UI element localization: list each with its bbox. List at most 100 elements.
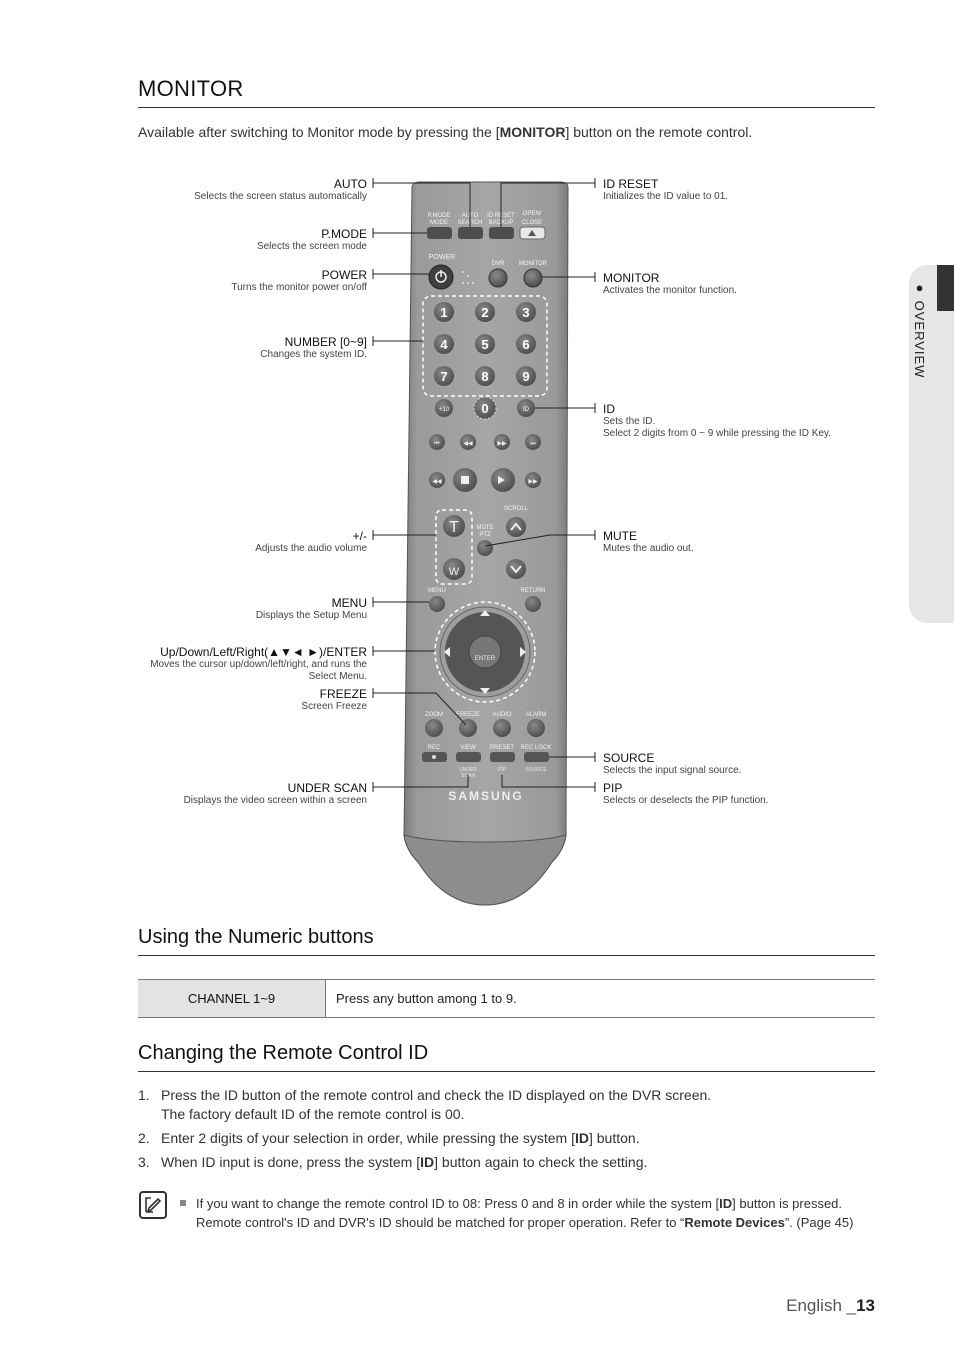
view-button[interactable] — [456, 752, 481, 762]
step-3-post: ] button again to check the setting. — [434, 1154, 647, 1170]
callout-menu: MENU Displays the Setup Menu — [127, 596, 367, 622]
scroll-down-button[interactable] — [506, 559, 526, 579]
table-key: CHANNEL 1~9 — [138, 980, 326, 1017]
callout-volume-desc: Adjusts the audio volume — [127, 543, 367, 555]
number-9-label: 9 — [522, 369, 529, 384]
pmode-button[interactable] — [427, 227, 452, 239]
label-open: OPEN/ — [523, 211, 542, 217]
callout-pip-desc: Selects or deselects the PIP function. — [603, 795, 923, 807]
callout-freeze-title: FREEZE — [127, 687, 367, 701]
brand-logo: SAMSUNG — [448, 789, 523, 803]
preset-button[interactable] — [490, 752, 515, 762]
callout-dpad-desc: Moves the cursor up/down/left/right, and… — [107, 659, 367, 671]
note-icon — [139, 1191, 167, 1219]
alarm-button[interactable] — [527, 719, 545, 737]
callout-pmode-desc: Selects the screen mode — [127, 241, 367, 253]
callout-number: NUMBER [0~9] Changes the system ID. — [127, 335, 367, 361]
auto-button[interactable] — [458, 227, 483, 239]
label-power: POWER — [429, 254, 455, 261]
mute-button[interactable] — [477, 540, 493, 556]
step-2-post: ] button. — [589, 1130, 640, 1146]
callout-monitor-title: MONITOR — [603, 271, 923, 285]
step-1-text2: The factory default ID of the remote con… — [161, 1105, 711, 1124]
footer-lang: English _ — [786, 1296, 856, 1315]
label-view: VIEW — [460, 745, 476, 751]
callout-pmode-title: P.MODE — [127, 227, 367, 241]
step-3-number: 3. — [138, 1153, 161, 1172]
table-value: Press any button among 1 to 9. — [326, 980, 875, 1017]
steps-list: 1. Press the ID button of the remote con… — [138, 1086, 878, 1177]
callout-id-desc: Sets the ID. — [603, 416, 903, 428]
svg-text:◀◀: ◀◀ — [463, 441, 473, 447]
callout-number-title: NUMBER [0~9] — [127, 335, 367, 349]
note-mid: ] button is pressed. — [732, 1196, 842, 1211]
callout-pmode: P.MODE Selects the screen mode — [127, 227, 367, 253]
callout-monitor: MONITOR Activates the monitor function. — [603, 271, 923, 297]
callout-mute-title: MUTE — [603, 529, 923, 543]
callout-freeze: FREEZE Screen Freeze — [127, 687, 367, 713]
audio-button[interactable] — [493, 719, 511, 737]
label-preset: PRESET — [490, 745, 514, 751]
svg-text:◀◀: ◀◀ — [432, 479, 442, 485]
callout-power-title: POWER — [127, 268, 367, 282]
numeric-title: Using the Numeric buttons — [138, 926, 374, 949]
callout-underscan-title: UNDER SCAN — [127, 781, 367, 795]
enter-label: ENTER — [475, 656, 496, 662]
callout-pip-title: PIP — [603, 781, 923, 795]
step-1: 1. Press the ID button of the remote con… — [138, 1086, 878, 1124]
label-mode: MODE — [430, 220, 448, 226]
return-label: RETURN — [521, 588, 546, 594]
note-line2-post: ”. (Page 45) — [785, 1215, 854, 1230]
scroll-label: SCROLL — [504, 506, 529, 512]
freeze-button[interactable] — [459, 719, 477, 737]
step-2-bold: ID — [575, 1130, 589, 1146]
monitor-button[interactable] — [524, 269, 542, 287]
step-2: 2. Enter 2 digits of your selection in o… — [138, 1129, 878, 1148]
rec-lock-button[interactable] — [524, 752, 549, 762]
callout-auto-desc: Selects the screen status automatically — [127, 191, 367, 203]
scroll-up-button[interactable] — [506, 517, 526, 537]
step-1-text: Press the ID button of the remote contro… — [161, 1086, 711, 1105]
callout-idreset-desc: Initializes the ID value to 01. — [603, 191, 923, 203]
id-button-label: ID — [523, 407, 530, 413]
note-text: If you want to change the remote control… — [180, 1194, 870, 1232]
step-3-bold: ID — [420, 1154, 434, 1170]
label-dvr: DVR — [492, 261, 505, 267]
callout-menu-title: MENU — [127, 596, 367, 610]
note-bullet — [180, 1200, 186, 1206]
label-pip: PIP — [498, 767, 507, 773]
callout-dpad: Up/Down/Left/Right(▲▼◄ ►)/ENTER Moves th… — [107, 645, 367, 683]
svg-text:▶▶: ▶▶ — [528, 479, 538, 485]
step-2-pre: Enter 2 digits of your selection in orde… — [161, 1130, 575, 1146]
number-8-label: 8 — [481, 369, 488, 384]
step-1-number: 1. — [138, 1086, 161, 1124]
callout-idreset-title: ID RESET — [603, 177, 923, 191]
callout-dpad-desc2: Select Menu. — [107, 671, 367, 683]
dvr-button[interactable] — [489, 269, 507, 287]
callout-source: SOURCE Selects the input signal source. — [603, 751, 923, 777]
callout-freeze-desc: Screen Freeze — [127, 701, 367, 713]
callout-power: POWER Turns the monitor power on/off — [127, 268, 367, 294]
label-pmode: P.MODE — [428, 213, 451, 219]
note-line2-bold: Remote Devices — [684, 1215, 784, 1230]
enter-button[interactable] — [469, 636, 501, 668]
callout-idreset: ID RESET Initializes the ID value to 01. — [603, 177, 923, 203]
callout-source-title: SOURCE — [603, 751, 923, 765]
callout-monitor-desc: Activates the monitor function. — [603, 285, 923, 297]
svg-text:▶▶: ▶▶ — [497, 441, 507, 447]
changing-rule — [138, 1071, 875, 1072]
label-reclock: REC LOCK — [521, 745, 552, 751]
page-footer: English _13 — [786, 1296, 875, 1316]
callout-id-title: ID — [603, 402, 903, 416]
callout-number-desc: Changes the system ID. — [127, 349, 367, 361]
zoom-button[interactable] — [425, 719, 443, 737]
idreset-button[interactable] — [489, 227, 514, 239]
callout-auto-title: AUTO — [127, 177, 367, 191]
menu-button[interactable] — [429, 596, 445, 612]
ptz-label: PTZ — [479, 532, 491, 538]
callout-volume-title: +/- — [127, 529, 367, 543]
label-rec: REC — [428, 745, 441, 751]
remote-bottom-cap — [404, 835, 566, 905]
return-button[interactable] — [525, 596, 541, 612]
menu-label: MENU — [428, 588, 446, 594]
